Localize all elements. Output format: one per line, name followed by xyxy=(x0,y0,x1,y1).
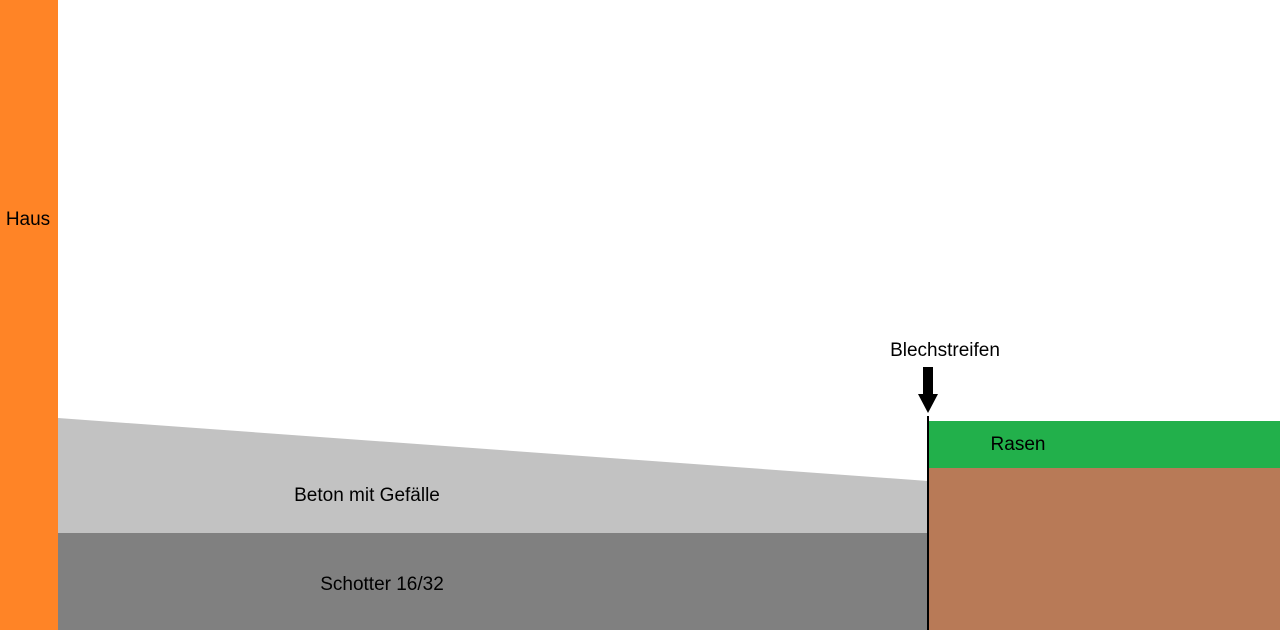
soil-layer xyxy=(929,468,1280,630)
house-label: Haus xyxy=(6,209,50,230)
gravel-label: Schotter 16/32 xyxy=(320,574,444,595)
concrete-label: Beton mit Gefälle xyxy=(294,485,440,506)
house-wall xyxy=(0,0,58,630)
lawn-label: Rasen xyxy=(991,434,1046,455)
concrete-layer xyxy=(58,418,928,533)
metal-strip-arrow xyxy=(918,367,938,413)
metal-strip-label: Blechstreifen xyxy=(890,340,1000,361)
gravel-layer xyxy=(58,533,928,630)
lawn-layer xyxy=(929,421,1280,468)
